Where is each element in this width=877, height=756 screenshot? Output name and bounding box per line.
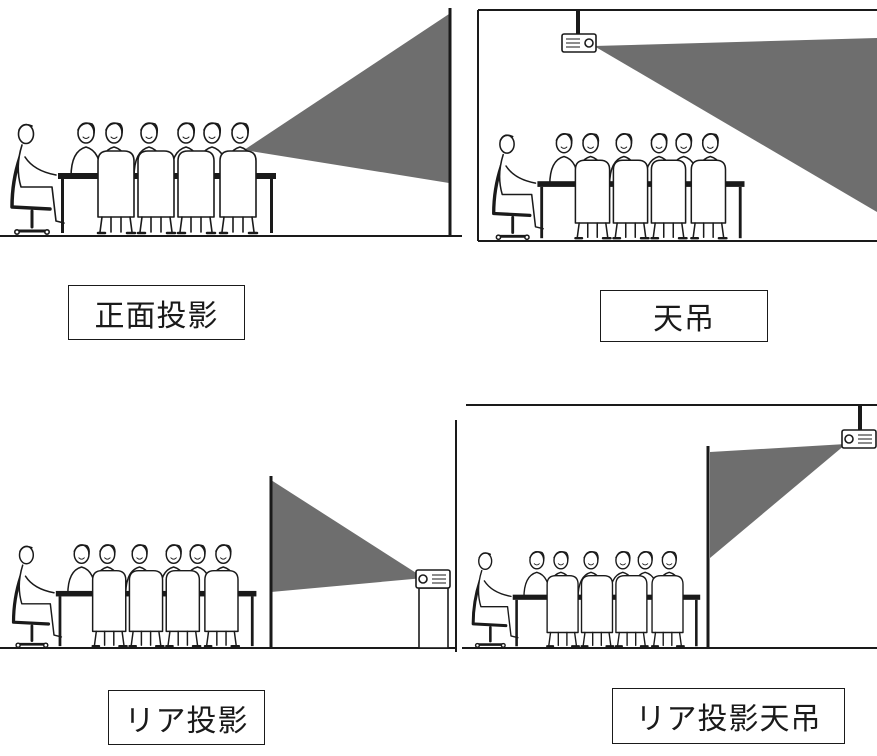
projector-icon xyxy=(562,34,596,52)
audience-group xyxy=(12,123,276,234)
label-ceiling-mount: 天吊 xyxy=(600,290,768,342)
audience-group xyxy=(494,134,745,240)
label-front-projection: 正面投影 xyxy=(68,285,245,340)
panel-front-projection xyxy=(0,8,462,236)
audience-group xyxy=(473,552,700,648)
projection-beam xyxy=(271,480,424,592)
projector-stand xyxy=(419,588,448,648)
panel-ceiling-mount xyxy=(478,10,877,241)
panel-rear-ceiling-mount xyxy=(462,405,877,648)
projection-beam xyxy=(710,444,846,558)
projection-beam xyxy=(244,14,449,183)
projector-icon xyxy=(842,430,876,448)
label-rear-projection: リア投影 xyxy=(108,690,265,745)
projector-icon xyxy=(416,570,450,588)
panel-rear-projection xyxy=(0,420,456,652)
label-rear-ceiling-mount: リア投影天吊 xyxy=(612,688,845,744)
audience-group xyxy=(14,545,257,647)
